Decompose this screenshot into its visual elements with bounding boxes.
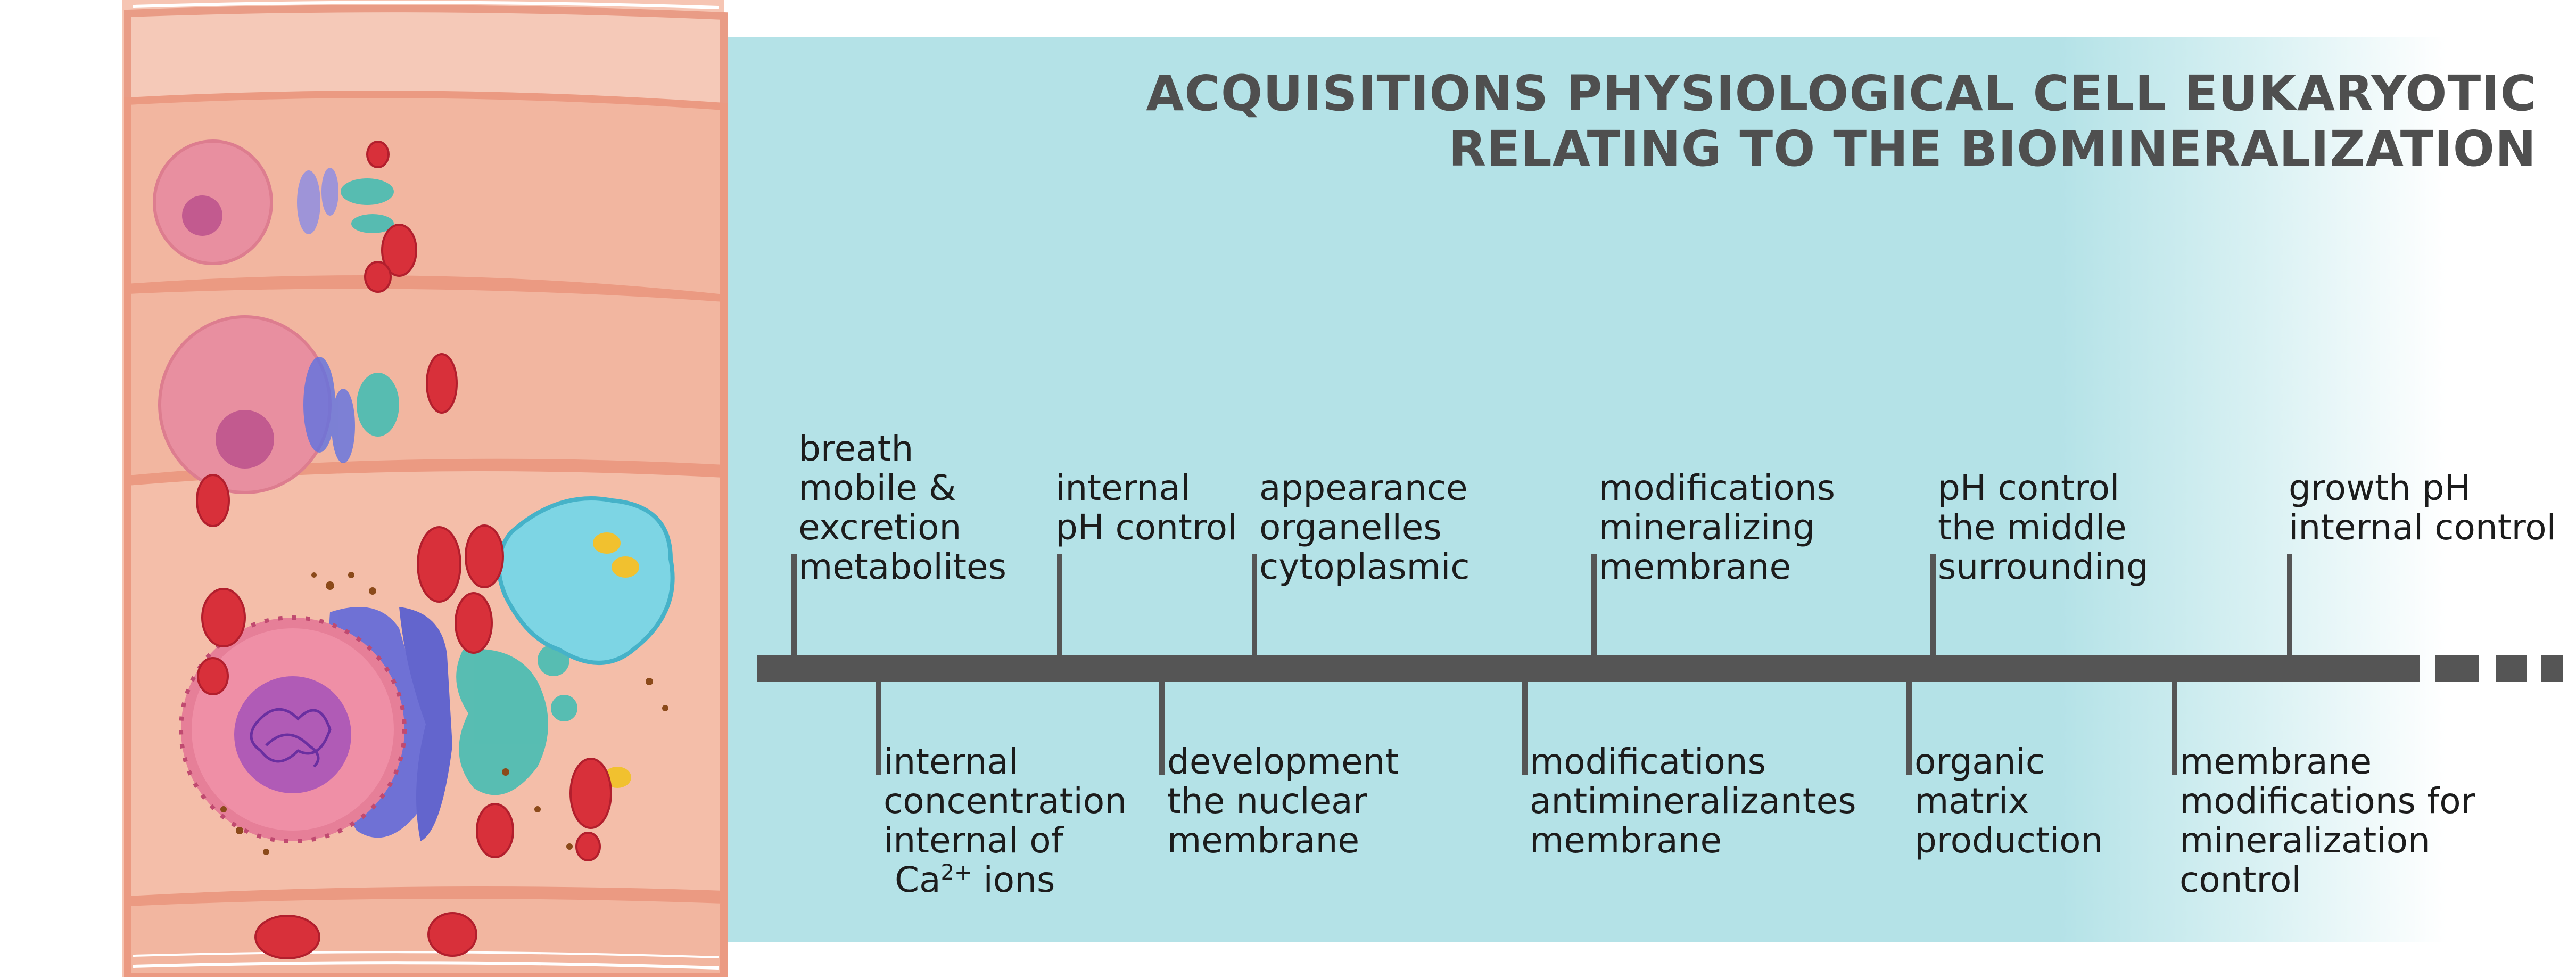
tick-above [1591,554,1597,660]
tick-below [1906,676,1912,775]
event-above-label: appearance organelles cytoplasmic [1259,467,1470,587]
event-above-label: internal pH control [1055,467,1237,548]
timeline-dash [2496,655,2527,682]
event-below-label: organic matrix production [1914,741,2103,861]
timeline-panel [724,37,2576,942]
timeline-dash [2541,655,2563,682]
calcium-ion-line: Ca2+ ions [894,859,1055,900]
cell-tissue-illustration [122,0,728,977]
page-title: ACQUISITIONS PHYSIOLOGICAL CELL EUKARYOT… [1146,66,2537,177]
endoplasmic-reticulum-icon [341,178,577,795]
tick-above [1057,554,1062,660]
granules [220,572,668,855]
event-above-label: modifications mineralizing membrane [1599,467,1836,587]
large-nucleus [179,615,407,843]
event-above-label: pH control the middle surrounding [1938,467,2149,587]
title-line-1: ACQUISITIONS PHYSIOLOGICAL CELL EUKARYOT… [1146,65,2537,122]
tick-below [2172,676,2177,775]
title-line-2: RELATING TO THE BIOMINERALIZATION [1448,120,2537,177]
timeline-dash [2435,655,2479,682]
event-below-label: modifications antimineralizantes membran… [1530,741,1856,861]
event-below-label: development the nuclear membrane [1167,741,1399,861]
tick-below [1159,676,1165,775]
event-below-label: membrane modifications for mineralizatio… [2179,741,2475,900]
event-below-label: internal concentration internal of Ca2+ … [884,741,1127,900]
event-above-label: breath mobile & excretion metabolites [798,428,1007,587]
tick-above [1252,554,1257,660]
event-above-label: growth pH internal control [2289,467,2556,548]
mitochondrion-icon [196,141,612,959]
tick-above [1930,554,1936,660]
tick-below [876,676,881,775]
vacuole-icon [497,496,675,788]
tick-above [791,554,797,660]
nucleus-icon [153,139,332,494]
tick-above [2287,554,2292,660]
timeline-axis [757,655,2420,682]
tick-below [1522,676,1528,775]
